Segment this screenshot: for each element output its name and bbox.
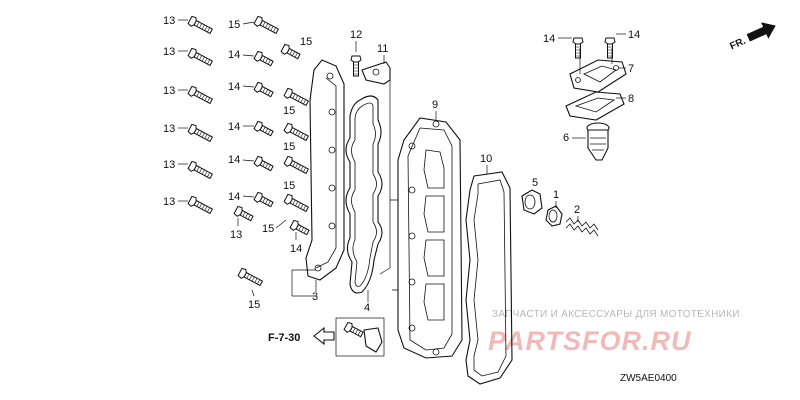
label-11: 11 [377, 43, 388, 55]
label-15: 15 [228, 19, 240, 31]
label-13: 13 [163, 159, 175, 171]
diagram-code: ZW5AE0400 [620, 373, 677, 384]
part-14-bolt [572, 37, 584, 59]
label-15: 15 [283, 105, 295, 117]
label-10: 10 [480, 153, 492, 165]
label-14: 14 [228, 121, 240, 133]
label-15: 15 [262, 223, 274, 235]
part-3-plate [291, 59, 345, 297]
reference-label[interactable]: F-7-30 [268, 332, 300, 344]
part-1-plunger [545, 205, 563, 227]
label-14: 14 [543, 33, 555, 45]
label-13: 13 [230, 229, 242, 241]
part-10-gasket [465, 171, 513, 385]
direction-label: FR. [728, 36, 747, 53]
label-13: 13 [163, 123, 175, 135]
front-direction-arrow: FR. [728, 22, 776, 53]
part-4-seal [345, 95, 383, 294]
label-15: 15 [283, 180, 295, 192]
label-14: 14 [228, 49, 240, 61]
reference-arrow[interactable]: F-7-30 [268, 326, 335, 346]
part-12-bolt [350, 55, 362, 77]
label-1: 1 [553, 189, 559, 201]
label-6: 6 [563, 132, 569, 144]
part-14-bolt [604, 37, 616, 59]
part-8-gasket [565, 91, 625, 121]
label-13-group: 13 13 13 13 13 13 13 [163, 15, 242, 241]
label-5: 5 [532, 177, 538, 189]
label-14: 14 [228, 154, 240, 166]
label-4: 4 [364, 302, 370, 314]
label-13: 13 [163, 15, 175, 27]
part-5-seal [521, 189, 543, 215]
watermark-brand: PARTSFOR.RU [488, 326, 692, 356]
label-13: 13 [163, 196, 175, 208]
watermark-tagline: ЗАПЧАСТИ И АКСЕССУАРЫ ДЛЯ МОТОТЕХНИКИ [492, 309, 740, 320]
label-14: 14 [290, 243, 302, 255]
label-14-15-group: 15 15 14 14 15 14 15 14 15 14 15 14 15 [228, 19, 312, 311]
part-11-bracket [361, 61, 391, 85]
label-12: 12 [350, 29, 362, 41]
part-7-cover [569, 59, 627, 93]
label-15: 15 [300, 36, 312, 48]
label-2: 2 [574, 204, 580, 216]
label-3: 3 [312, 291, 318, 303]
label-13: 13 [163, 46, 175, 58]
label-13: 13 [163, 85, 175, 97]
label-15: 15 [248, 299, 260, 311]
label-14: 14 [628, 29, 640, 41]
label-8: 8 [628, 93, 634, 105]
label-9: 9 [432, 99, 438, 111]
bolt-column-13 [187, 15, 255, 224]
label-15: 15 [283, 141, 295, 153]
clip-assembly [335, 317, 385, 357]
part-6-thermostat [586, 122, 610, 161]
part-9-housing [390, 117, 463, 359]
label-7: 7 [628, 63, 634, 75]
label-14: 14 [228, 191, 240, 203]
label-14: 14 [228, 81, 240, 93]
part-2-spring [565, 217, 599, 237]
